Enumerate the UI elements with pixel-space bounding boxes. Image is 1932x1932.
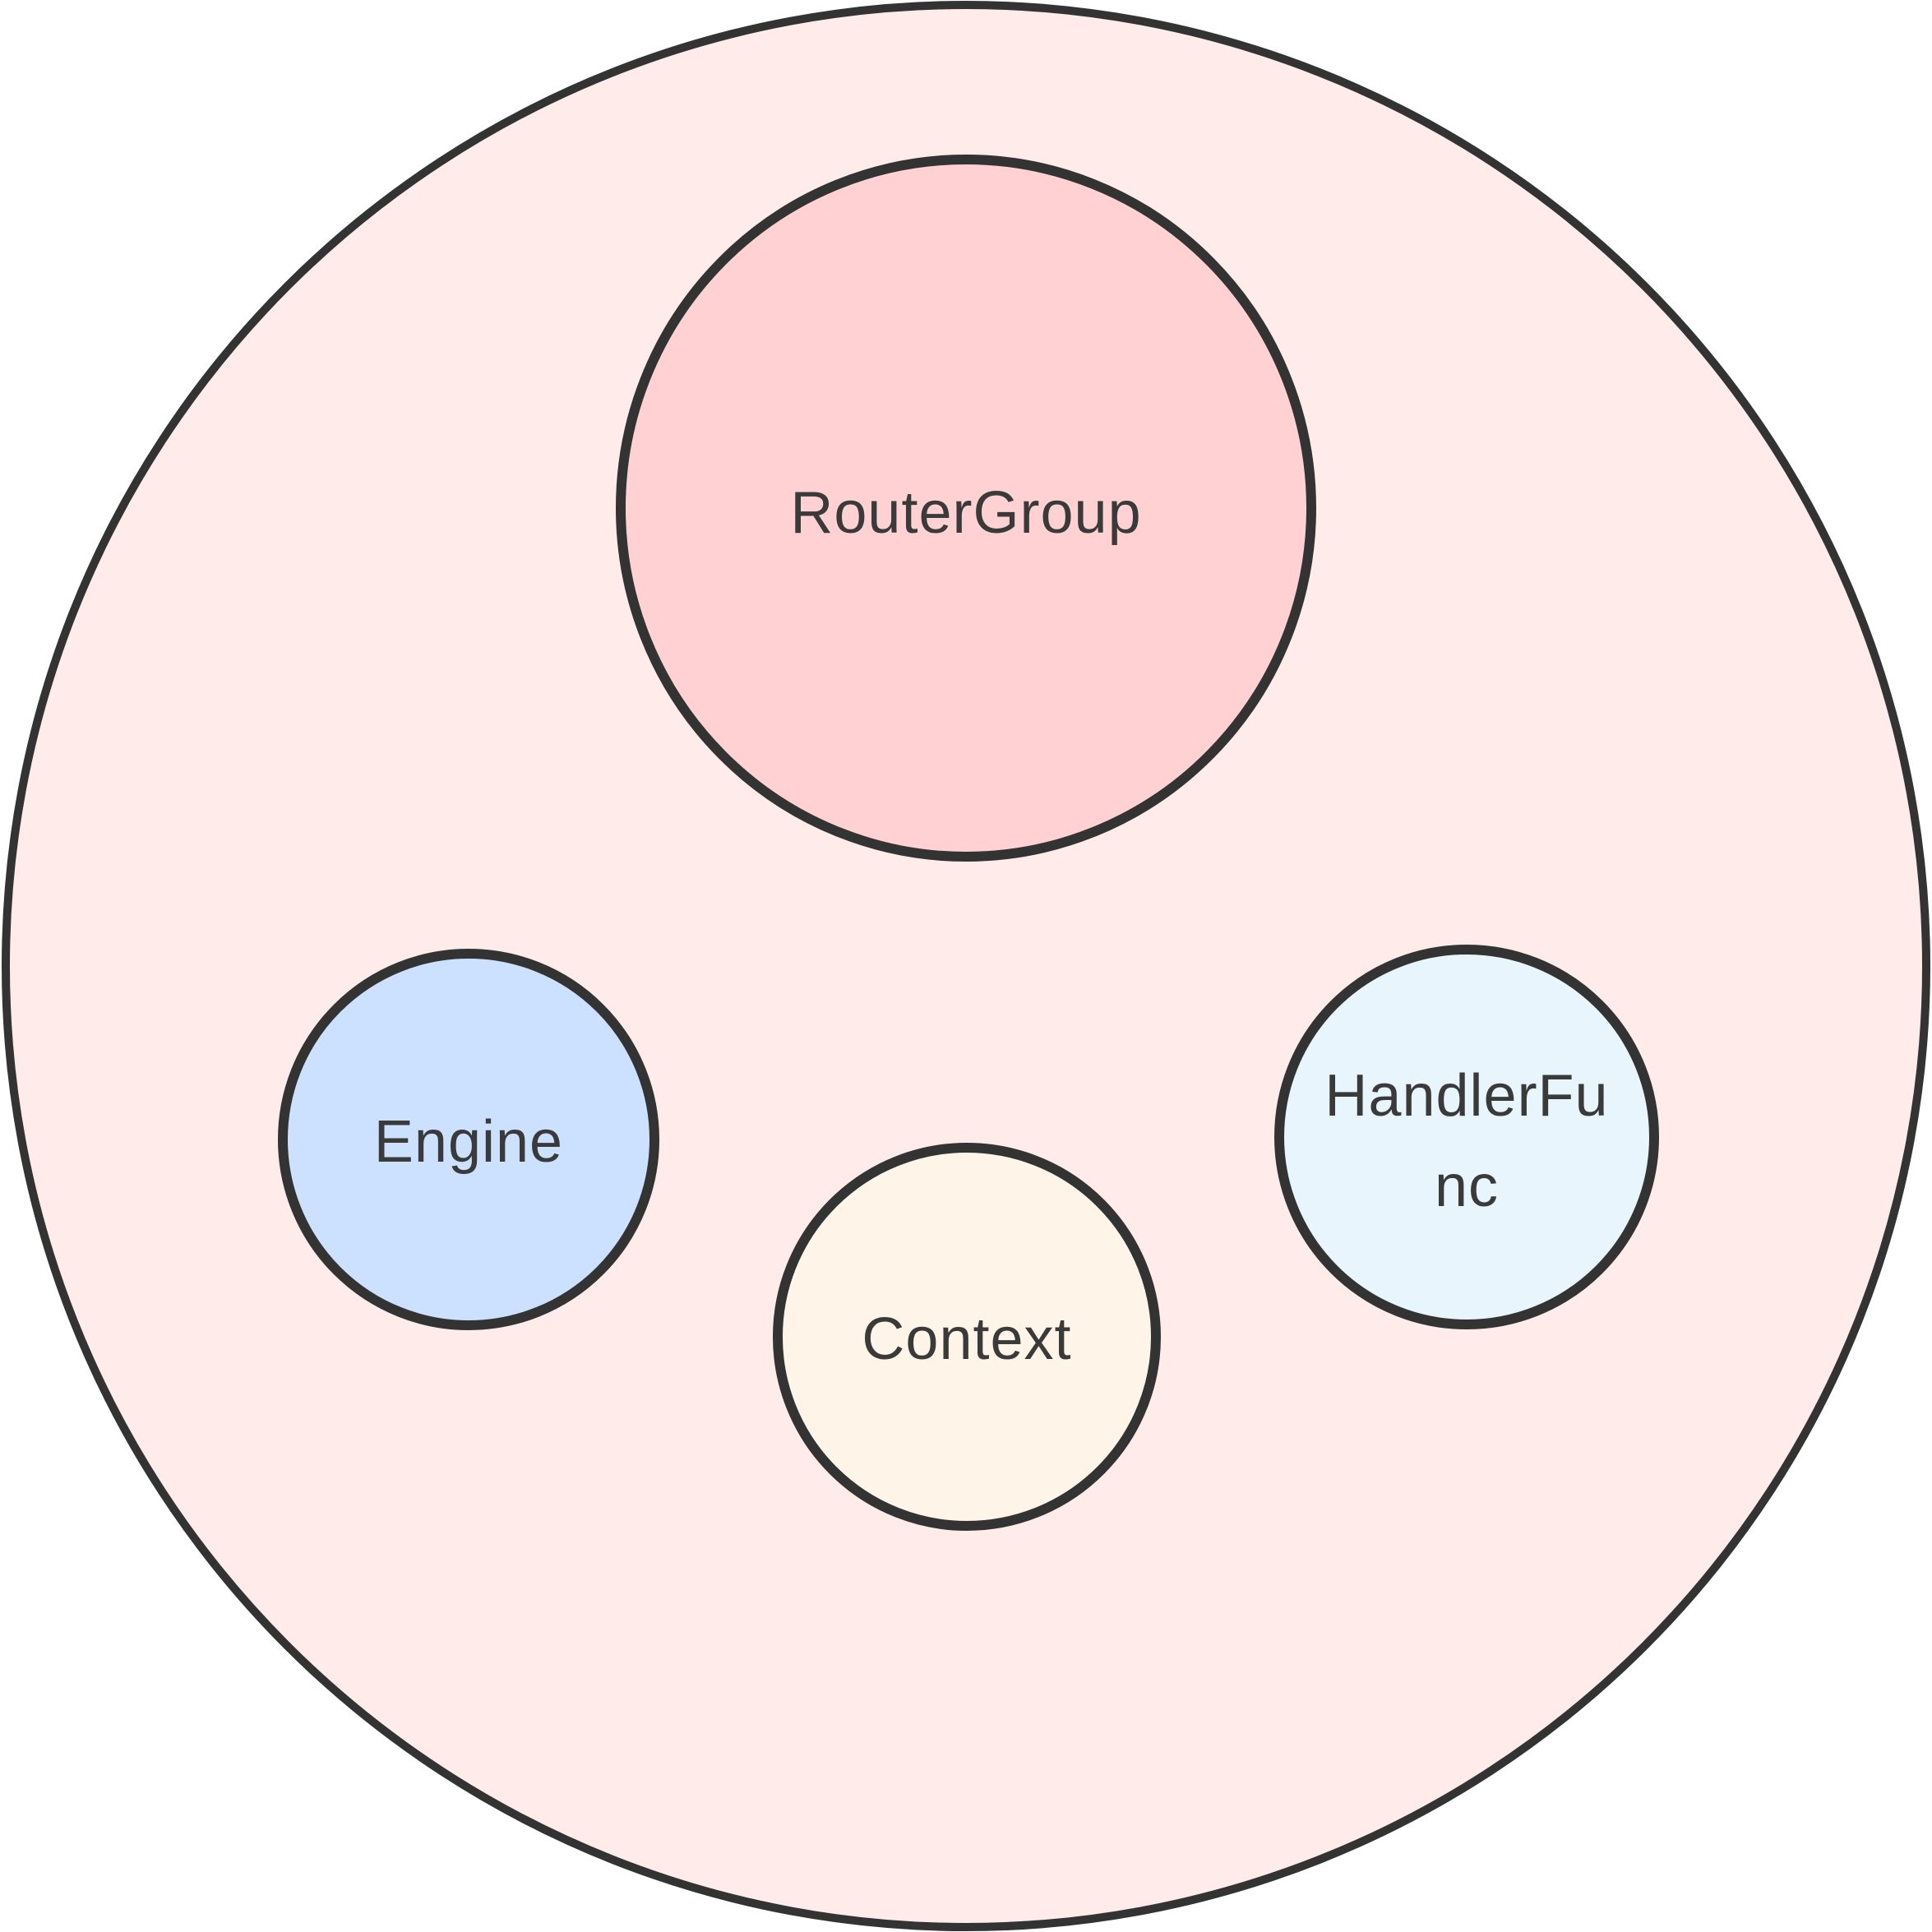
- context-circle: [773, 1143, 1161, 1531]
- context-label: Context: [862, 1306, 1071, 1372]
- router-group-circle: [616, 155, 1316, 862]
- handler-func-label-line-1: HandlerFu: [1324, 1063, 1608, 1129]
- handler-func-label-line-2: nc: [1435, 1153, 1499, 1219]
- engine-circle: [278, 949, 659, 1330]
- handler-func-node[interactable]: HandlerFu nc: [1274, 945, 1659, 1329]
- engine-node[interactable]: Engine: [278, 949, 659, 1330]
- handler-func-circle: [1274, 945, 1659, 1329]
- context-node[interactable]: Context: [773, 1143, 1161, 1531]
- engine-label: Engine: [374, 1109, 563, 1175]
- router-group-node[interactable]: RouterGroup: [616, 155, 1316, 862]
- router-group-label: RouterGroup: [790, 480, 1141, 546]
